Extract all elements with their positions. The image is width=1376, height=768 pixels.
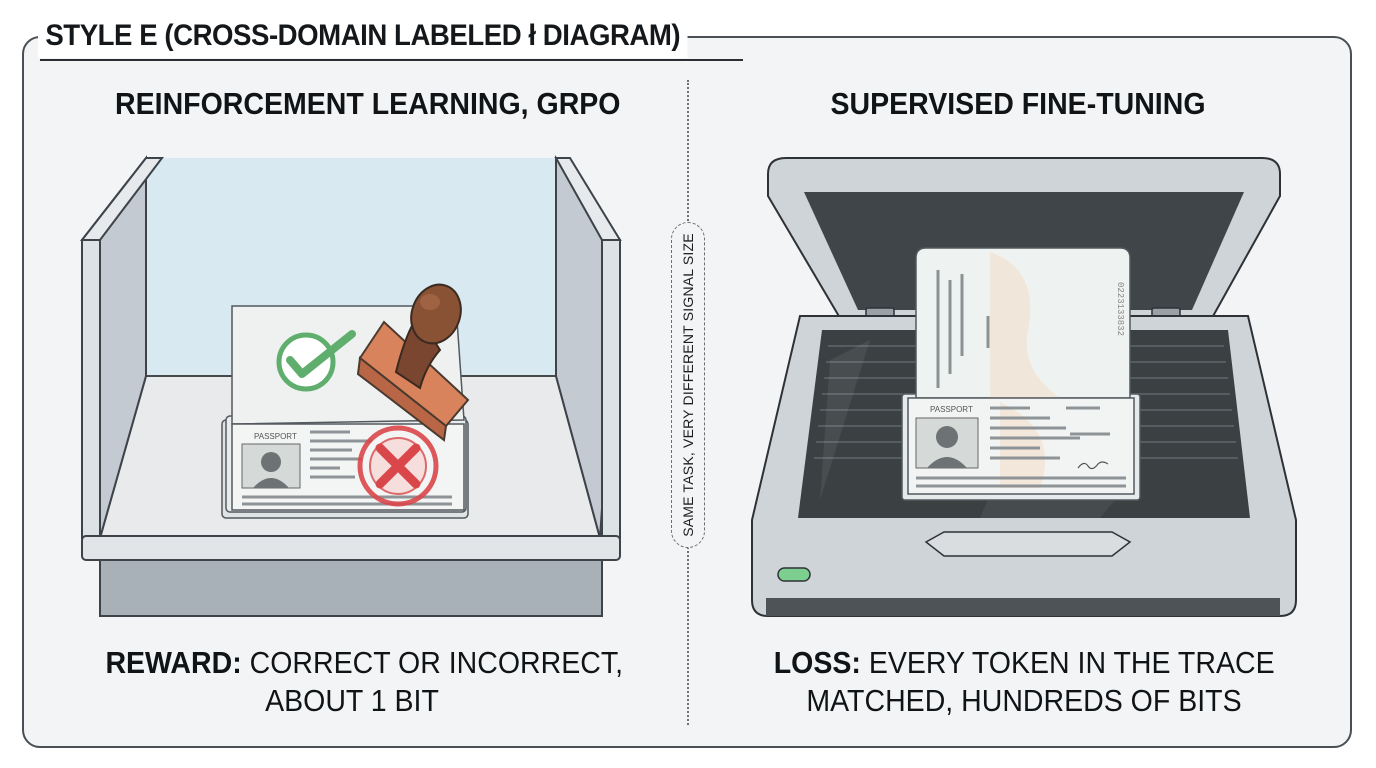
right-caption-line1: LOSS: EVERY TOKEN IN THE TRACE: [773, 644, 1275, 682]
left-panel-title: REINFORCEMENT LEARNING, GRPO: [115, 86, 621, 121]
passport-text-lines: [242, 430, 452, 506]
left-caption-line1: REWARD: CORRECT OR INCORRECT,: [105, 644, 623, 682]
header-underline: [40, 59, 743, 61]
right-caption-line2: MATCHED, HUNDREDS OF BITS: [806, 683, 1242, 718]
reward-text: CORRECT OR INCORRECT,: [241, 645, 624, 680]
left-caption-line2: ABOUT 1 BIT: [265, 683, 439, 718]
passport-vertical-lines: [936, 270, 990, 388]
svg-text:0223133832: 0223133832: [1115, 282, 1125, 336]
scanner-led: [777, 567, 811, 582]
divider-label: SAME TASK, VERY DIFFERENT SIGNAL SIZE: [680, 233, 696, 537]
scanner-handle: [924, 531, 1132, 557]
check-icon: [276, 330, 356, 392]
loss-text: EVERY TOKEN IN THE TRACE: [860, 645, 1275, 680]
signature-icon: [1077, 461, 1109, 470]
loss-label: LOSS:: [773, 645, 861, 680]
reward-label: REWARD:: [105, 645, 242, 680]
cross-icon: [357, 425, 439, 507]
passport-right: 0223133832 PASSPORT: [901, 247, 1141, 501]
booth-counter-edge: [81, 535, 621, 561]
passport-label-right: PASSPORT: [930, 405, 973, 414]
right-caption: LOSS: EVERY TOKEN IN THE TRACE MATCHED, …: [773, 644, 1275, 720]
divider-label-pill: SAME TASK, VERY DIFFERENT SIGNAL SIZE: [671, 222, 705, 548]
header-title: STYLE E (CROSS-DOMAIN LABELED ł DIAGRAM): [38, 14, 688, 58]
scanner-base: [766, 598, 1280, 616]
rubber-stamp-icon: [356, 283, 470, 442]
left-caption: REWARD: CORRECT OR INCORRECT, ABOUT 1 BI…: [105, 644, 623, 720]
passport-text-lines-right: [916, 406, 1126, 488]
booth-counter-front: [99, 559, 603, 617]
passport-label-left: PASSPORT: [254, 432, 297, 441]
right-panel-title: SUPERVISED FINE-TUNING: [830, 86, 1206, 121]
